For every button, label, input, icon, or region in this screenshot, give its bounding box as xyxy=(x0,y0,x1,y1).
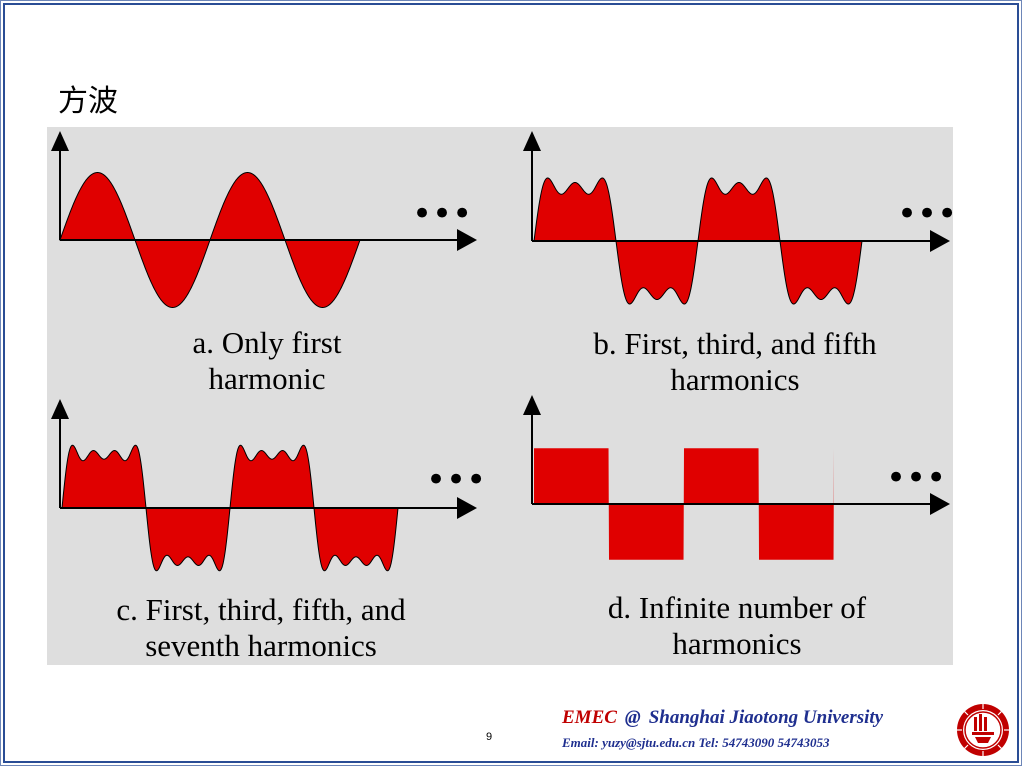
footer-affiliation: EMEC @ Shanghai Jiaotong University xyxy=(562,707,883,729)
slide-frame-inner xyxy=(3,3,1019,763)
caption-b-line2: harmonics xyxy=(670,362,800,397)
caption-d-line1: d. Infinite number of xyxy=(607,590,867,625)
wave-lobe-b-1 xyxy=(533,177,617,242)
panel-d: ••• xyxy=(523,395,950,560)
page-number: 9 xyxy=(486,731,493,743)
y-axis-arrow-b xyxy=(523,131,541,151)
wave-lobe-b-3 xyxy=(697,177,781,242)
ellipsis-b: ••• xyxy=(897,194,953,234)
wave-lobe-c-4 xyxy=(313,507,399,572)
university-seal-logo xyxy=(957,704,1009,756)
wave-lobe-c-3 xyxy=(229,444,315,509)
x-axis-arrow-b xyxy=(930,230,950,252)
x-axis-arrow-a xyxy=(457,229,477,251)
square-wave-figure: ••• ••• ••• ••• a. Only first harmonic b. F… xyxy=(47,127,953,665)
footer-contact: Email: yuzy@sjtu.edu.cn Tel: 54743090 54… xyxy=(562,735,830,750)
caption-b: b. First, third, and fifth harmonics xyxy=(557,326,913,398)
x-axis-arrow-c xyxy=(457,497,477,519)
wave-lobe-b-4 xyxy=(779,240,863,305)
caption-d-line2: harmonics xyxy=(672,626,802,661)
wave-lobe-c-1 xyxy=(61,444,147,509)
panel-c: ••• xyxy=(51,399,486,572)
panel-a: ••• xyxy=(51,131,477,308)
caption-a: a. Only first harmonic xyxy=(147,325,387,397)
y-axis-arrow-a xyxy=(51,131,69,151)
caption-a-line1: a. Only first xyxy=(192,325,342,360)
caption-c: c. First, third, fifth, and seventh harm… xyxy=(83,592,439,664)
caption-a-line2: harmonic xyxy=(208,361,326,396)
wave-lobe-c-2 xyxy=(145,507,231,572)
ellipsis-c: ••• xyxy=(426,460,486,500)
ellipsis-d: ••• xyxy=(886,458,946,498)
footer-at: @ xyxy=(624,707,641,728)
wave-lobe-a-4 xyxy=(284,239,361,308)
panel-b: ••• xyxy=(523,131,953,305)
footer-org: EMEC xyxy=(562,707,617,728)
ellipsis-a: ••• xyxy=(412,194,472,234)
wave-lobe-b-2 xyxy=(615,240,699,305)
y-axis-arrow-c xyxy=(51,399,69,419)
slide-title: 方波 xyxy=(58,84,118,119)
caption-d: d. Infinite number of harmonics xyxy=(577,590,897,662)
caption-b-line1: b. First, third, and fifth xyxy=(593,326,877,361)
wave-lobe-a-3 xyxy=(209,172,286,241)
footer-university: Shanghai Jiaotong University xyxy=(648,707,884,728)
wave-lobe-a-2 xyxy=(134,239,211,308)
harmonics-diagram: ••• ••• ••• ••• xyxy=(51,131,953,572)
caption-c-line1: c. First, third, fifth, and xyxy=(116,592,406,627)
caption-c-line2: seventh harmonics xyxy=(145,628,377,663)
y-axis-arrow-d xyxy=(523,395,541,415)
x-axis-arrow-d xyxy=(930,493,950,515)
wave-lobe-a-1 xyxy=(59,172,136,241)
